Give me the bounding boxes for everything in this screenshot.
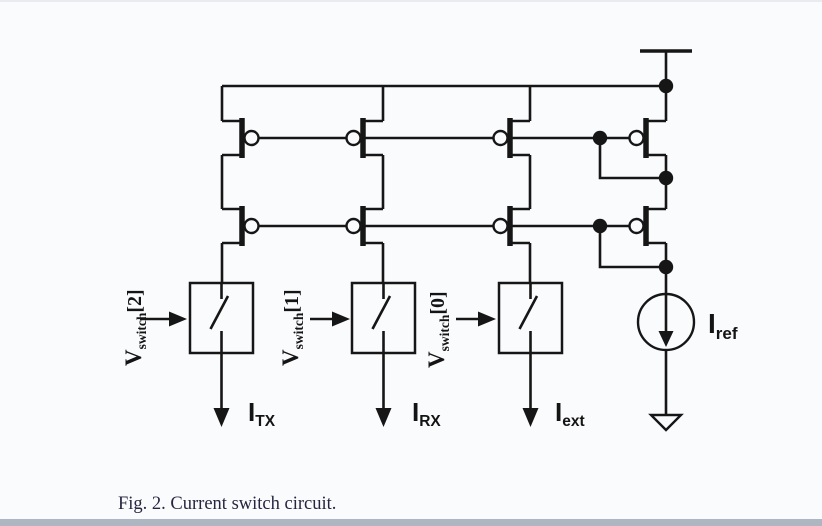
control-arrow-icon-1	[140, 311, 187, 327]
control-arrow-icon-3	[456, 311, 496, 327]
gate-drain-feedback-row1	[598, 138, 666, 180]
current-source-icon	[636, 292, 696, 415]
output-arrow-icon-iext	[522, 353, 539, 427]
output-arrow-icon-itx	[213, 353, 230, 427]
ground-icon	[648, 413, 684, 432]
output-arrow-icon-irx	[375, 353, 392, 427]
iext-label: Iext	[555, 397, 585, 430]
control-arrow-icon-2	[310, 311, 350, 327]
pmos-transistor-icon-row2-col2	[345, 206, 383, 246]
switch-box-icon-1	[188, 281, 255, 355]
top-edge-line	[0, 0, 822, 2]
pmos-transistor-icon-row1-col2	[345, 118, 383, 158]
figure-caption: Fig. 2. Current switch circuit.	[118, 494, 336, 514]
bottom-edge-band	[0, 519, 822, 526]
junction-dot-icons	[592, 78, 674, 275]
gate-drain-feedback-row2	[598, 226, 666, 269]
irx-label: IRX	[412, 397, 441, 430]
pmos-transistor-icon-row2-col1	[222, 206, 260, 246]
switch-box-icon-3	[497, 281, 564, 355]
pmos-transistor-icon-row1-ref	[628, 118, 666, 158]
switch-box-icon-2	[350, 281, 417, 355]
pmos-transistor-icon-row2-ref	[628, 206, 666, 246]
iref-label: Iref	[708, 308, 738, 343]
itx-label: ITX	[248, 397, 276, 430]
vswitch2-label: Vswitch[2]	[121, 289, 149, 366]
pmos-transistor-icon-row1-col1	[222, 118, 260, 158]
vswitch0-label: Vswitch[0]	[424, 291, 452, 368]
vswitch1-label: Vswitch[1]	[278, 289, 306, 366]
pmos-transistor-icon-row1-col3	[492, 118, 530, 158]
pmos-transistor-icon-row2-col3	[492, 206, 530, 246]
